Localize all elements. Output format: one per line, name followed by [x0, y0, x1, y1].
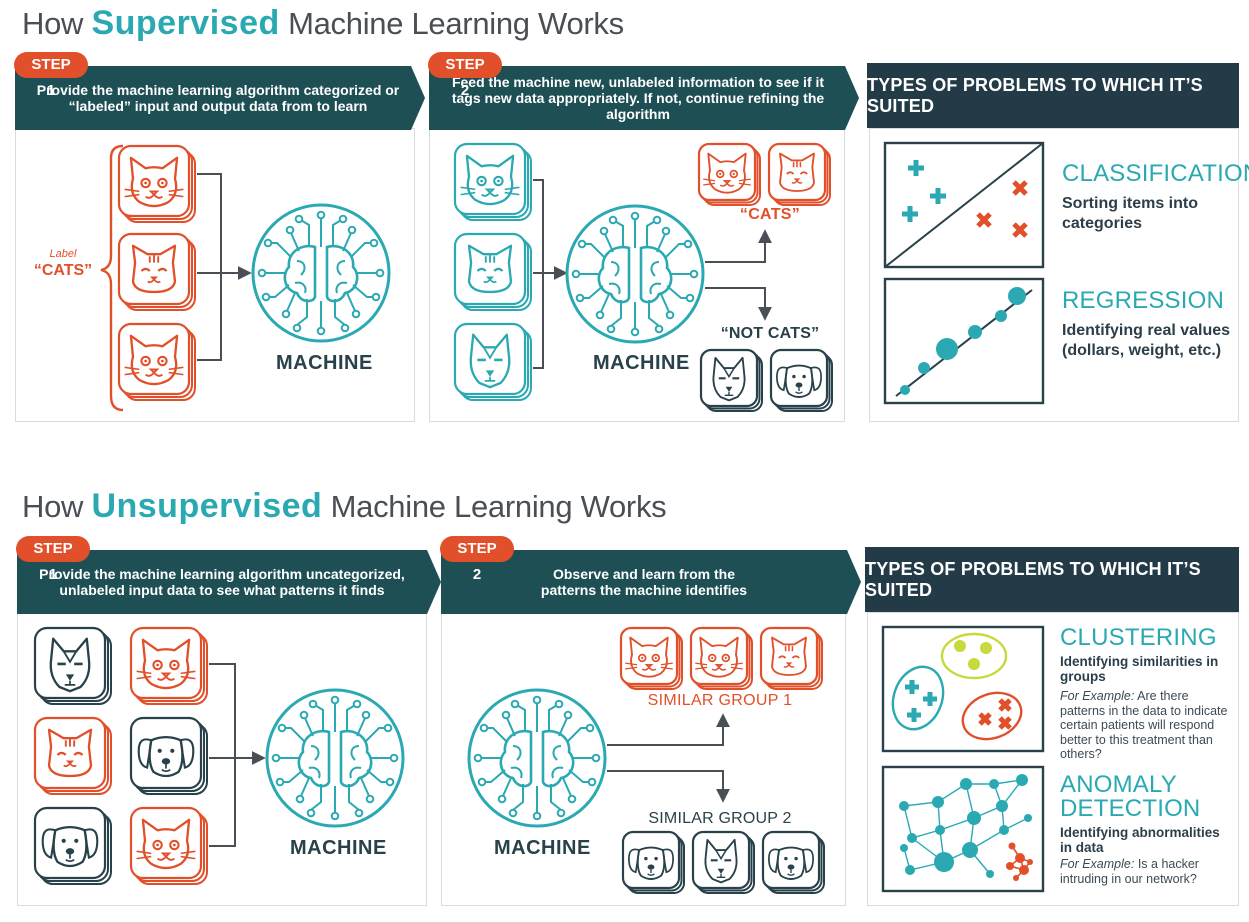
group2-card-2: [691, 830, 756, 895]
unsup-step1-machine-label: MACHINE: [290, 837, 387, 859]
example-text: Are there patterns in the data to indica…: [1060, 689, 1228, 761]
classification-desc: Sorting items into categories: [1062, 195, 1198, 232]
example-label: For Example:: [1060, 857, 1135, 871]
clustering-chart: [881, 625, 1045, 753]
unsup-card-dog2: [129, 716, 209, 796]
unsup-types-heading: TYPES OF PROBLEMS TO WHICH IT’S SUITED: [865, 547, 1239, 612]
sup-types-heading: TYPES OF PROBLEMS TO WHICH IT’S SUITED: [867, 63, 1239, 128]
group2-card-3: [761, 830, 826, 895]
sup-step2-machine-label: MACHINE: [593, 352, 690, 374]
title-highlight: Unsupervised: [91, 487, 323, 525]
classification-title: CLASSIFICATION: [1062, 160, 1249, 187]
sup-step1-panel: [15, 128, 415, 422]
example-label: For Example:: [1060, 689, 1135, 703]
group2-card-1: [621, 830, 686, 895]
output-notcat-card-1: [699, 348, 764, 413]
output-cat-card-2: [767, 142, 832, 207]
unsup-step2-banner: Observe and learn from the patterns the …: [441, 550, 861, 614]
regression-title: REGRESSION: [1062, 287, 1225, 314]
sup-step1-machine-label: MACHINE: [276, 352, 373, 374]
sup-step2-text: Feed the machine new, unlabeled informat…: [451, 74, 825, 122]
machine-brain-icon: [565, 204, 705, 344]
unsup-step2-pill: STEP 2: [440, 536, 514, 583]
classification-chart: [883, 141, 1045, 269]
unsup-card-dog1: [33, 626, 113, 706]
unsup-step2-machine-label: MACHINE: [494, 837, 591, 859]
unsup-step2-diagram: [467, 626, 826, 895]
anomaly-example: For Example: Is a hacker intruding in ou…: [1060, 857, 1230, 886]
input-card-cat: [453, 142, 533, 222]
cat-card-1: [117, 144, 197, 224]
title-suffix: Machine Learning Works: [330, 489, 667, 524]
label-brace: [100, 144, 124, 412]
group1-card-3: [759, 626, 824, 691]
label-cats: “CATS”: [33, 262, 93, 279]
title-highlight: Supervised: [91, 4, 280, 42]
unsup-card-cat1: [129, 626, 209, 706]
clustering-desc: Identifying similarities in groups: [1060, 654, 1219, 684]
example-text: Is a hacker intruding in our network?: [1060, 857, 1199, 886]
input-card-dog: [453, 322, 533, 402]
unsup-step1-text: Provide the machine learning algorithm u…: [39, 566, 405, 598]
unsup-step1-banner: Provide the machine learning algorithm u…: [17, 550, 441, 614]
output-notcat-card-2: [769, 348, 834, 413]
sup-step2-pill: STEP 2: [428, 52, 502, 99]
sup-step1-pill: STEP 1: [14, 52, 88, 99]
group2-label: SIMILAR GROUP 2: [648, 810, 792, 827]
input-card-cat2: [453, 232, 533, 312]
sup-step2-diagram: [453, 142, 834, 413]
clustering-example: For Example: Are there patterns in the d…: [1060, 689, 1230, 762]
machine-brain-icon: [467, 688, 607, 828]
regression-chart: [883, 277, 1045, 405]
clustering-title: CLUSTERING: [1060, 624, 1217, 651]
unsup-card-cat2: [33, 716, 113, 796]
anomaly-title: ANOMALY DETECTION: [1060, 771, 1201, 822]
title-prefix: How: [22, 6, 84, 41]
group1-label: SIMILAR GROUP 1: [647, 692, 793, 709]
supervised-title: How Supervised Machine Learning Works: [22, 4, 624, 43]
group1-card-1: [619, 626, 684, 691]
output-not-cats-label: “NOT CATS”: [720, 325, 820, 342]
output-cats-label: “CATS”: [739, 206, 801, 223]
anomaly-desc: Identifying abnormalities in data: [1060, 825, 1220, 855]
unsup-step1-diagram: [33, 626, 405, 886]
unsup-step2-text: Observe and learn from the patterns the …: [540, 566, 748, 598]
unsupervised-title: How Unsupervised Machine Learning Works: [22, 487, 667, 526]
group1-card-2: [689, 626, 754, 691]
sup-types-graphics: [883, 141, 1045, 405]
unsup-types-graphics: [881, 625, 1045, 893]
title-prefix: How: [22, 489, 84, 524]
anomaly-chart: [881, 765, 1045, 893]
label-small: Label: [49, 248, 77, 260]
title-suffix: Machine Learning Works: [288, 6, 624, 41]
regression-desc: Identifying real values (dollars, weight…: [1062, 322, 1231, 359]
cat-card-3: [117, 322, 197, 402]
machine-brain-icon: [251, 203, 391, 343]
cat-card-2: [117, 232, 197, 312]
unsup-card-dog3: [33, 806, 113, 886]
sup-step1-diagram: [100, 144, 391, 412]
sup-step1-text: Provide the machine learning algorithm c…: [36, 82, 400, 114]
unsup-card-cat3: [129, 806, 209, 886]
sup-step1-banner: Provide the machine learning algorithm c…: [15, 66, 425, 130]
unsup-step1-pill: STEP 1: [16, 536, 90, 583]
output-cat-card-1: [697, 142, 762, 207]
machine-brain-icon: [265, 688, 405, 828]
sup-step2-banner: Feed the machine new, unlabeled informat…: [429, 66, 859, 130]
